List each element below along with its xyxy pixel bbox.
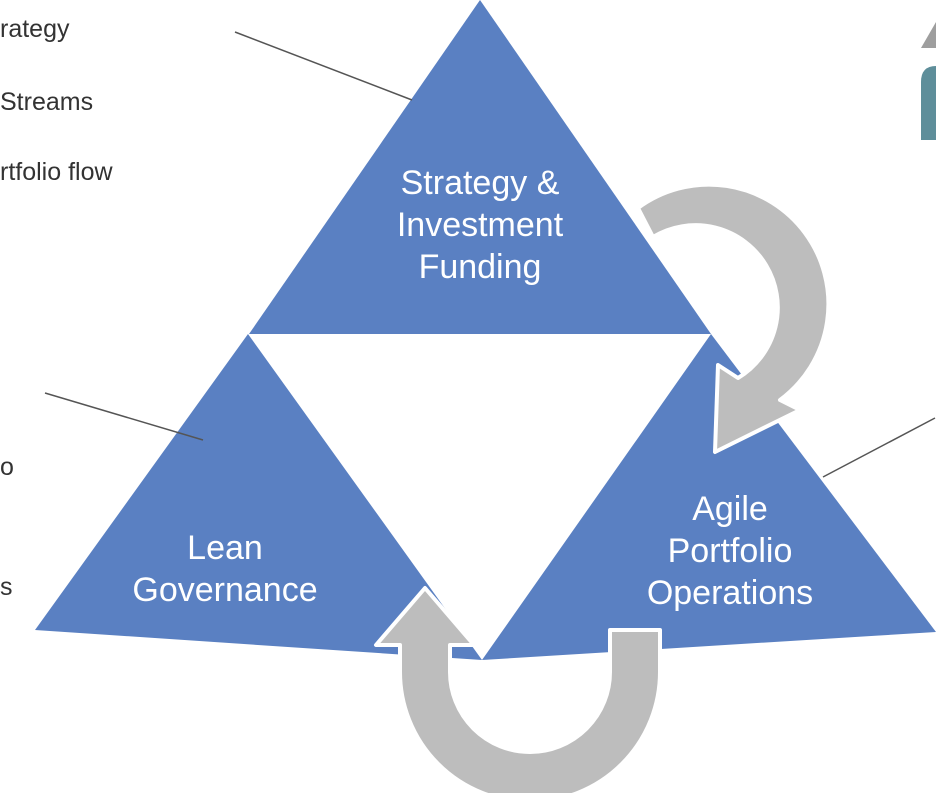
label-agile-portfolio-operations: Agile Portfolio Operations (600, 488, 860, 614)
label-line: Operations (646, 574, 814, 612)
side-text-streams: Streams (0, 88, 94, 116)
label-line: Investment (396, 206, 564, 244)
label-line: Governance (132, 571, 318, 609)
triangle-operations (482, 334, 936, 660)
label-line: Funding (418, 248, 542, 286)
label-lean-governance: Lean Governance (115, 527, 335, 611)
side-text-s: s (0, 573, 13, 601)
label-line: Lean (187, 529, 263, 567)
arrow-cycle-bottom (374, 586, 662, 798)
side-text-o: o (0, 453, 14, 481)
side-text-strategy: rategy (0, 15, 70, 43)
label-line: Agile (692, 490, 768, 528)
leader-line-left (44, 392, 204, 441)
label-line: Portfolio (667, 532, 793, 570)
triangle-governance (35, 334, 482, 660)
corner-logo-triangle (921, 22, 936, 48)
label-line: Strategy & (400, 164, 560, 202)
side-text-portfolio-flow: rtfolio flow (0, 158, 113, 186)
corner-logo-block (921, 66, 936, 140)
leader-line-right (822, 417, 936, 478)
arrow-cycle-top-right (636, 182, 831, 454)
label-strategy-investment-funding: Strategy & Investment Funding (330, 162, 630, 288)
triangle-strategy (249, 0, 711, 334)
leader-line-top (234, 31, 413, 101)
